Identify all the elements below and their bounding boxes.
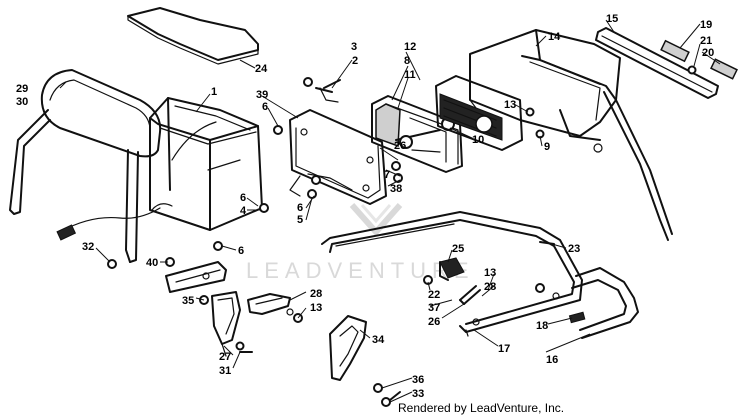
- callout-18: 18: [536, 320, 548, 332]
- callout-13: 13: [310, 302, 322, 314]
- callout-38: 38: [390, 183, 402, 195]
- part-seat-pad: [127, 7, 259, 65]
- callout-28: 28: [310, 288, 322, 300]
- callout-6: 6: [240, 192, 246, 204]
- callout-19: 19: [700, 19, 712, 31]
- callout-6: 6: [297, 202, 303, 214]
- callout-14: 14: [548, 31, 561, 43]
- part-rod: [459, 285, 481, 305]
- callout-34: 34: [372, 334, 385, 346]
- callout-30: 30: [16, 96, 28, 108]
- callouts: 1 2 3 4 5 6 6 6 6 7 8 9 10 11 12 13 13 1…: [16, 13, 714, 400]
- part-storage-box: [149, 97, 263, 231]
- callout-23: 23: [568, 243, 580, 255]
- part-tail-lens: [371, 95, 463, 173]
- part-side-rail: [571, 267, 639, 339]
- callout-11: 11: [404, 69, 416, 81]
- part-reflector-top: [660, 39, 690, 63]
- part-backrest: [9, 69, 173, 263]
- callout-13: 13: [504, 99, 516, 111]
- callout-25: 25: [452, 243, 464, 255]
- callout-3: 3: [351, 41, 357, 53]
- callout-26: 26: [428, 316, 440, 328]
- part-handle-grip: [329, 315, 367, 381]
- part-spacer: [568, 311, 586, 324]
- part-rear-panel: [469, 29, 673, 241]
- part-rear-frame: [321, 211, 583, 337]
- callout-17: 17: [498, 343, 510, 355]
- callout-24: 24: [255, 63, 268, 75]
- part-u-bracket: [439, 257, 465, 281]
- hardware-bolts: [239, 79, 555, 401]
- callout-6: 6: [262, 101, 268, 113]
- callout-16: 16: [546, 354, 558, 366]
- callout-12: 12: [404, 41, 416, 53]
- part-taillight-housing: [435, 75, 523, 151]
- callout-32: 32: [82, 241, 94, 253]
- callout-27: 27: [219, 351, 231, 363]
- callout-21: 21: [700, 35, 712, 47]
- credit-text: Rendered by LeadVenture, Inc.: [398, 401, 564, 415]
- callout-7: 7: [384, 169, 390, 181]
- callout-6: 6: [238, 245, 244, 257]
- part-latch-plate: [247, 293, 294, 316]
- callout-33: 33: [412, 388, 424, 400]
- part-latch-arm: [211, 291, 241, 357]
- leader-lines: [59, 19, 721, 403]
- callout-36: 36: [412, 374, 424, 386]
- callout-5: 5: [297, 214, 303, 226]
- callout-13: 13: [484, 267, 496, 279]
- callout-29: 29: [16, 83, 28, 95]
- part-bumper-strip: [595, 27, 719, 99]
- callout-37: 37: [428, 302, 440, 314]
- part-reflector-side: [710, 58, 738, 80]
- callout-40: 40: [146, 257, 158, 269]
- callout-10: 10: [472, 134, 484, 146]
- callout-22: 22: [428, 289, 440, 301]
- callout-31: 31: [219, 365, 231, 377]
- callout-8: 8: [404, 55, 410, 67]
- callout-35: 35: [182, 295, 194, 307]
- callout-20: 20: [702, 47, 714, 59]
- callout-1: 1: [211, 86, 217, 98]
- callout-28: 28: [484, 281, 496, 293]
- callout-39: 39: [256, 89, 268, 101]
- callout-9: 9: [544, 141, 550, 153]
- callout-2: 2: [352, 55, 358, 67]
- watermark-logo: [349, 203, 403, 237]
- callout-26: 26: [394, 140, 406, 152]
- hardware-washers: [107, 65, 697, 407]
- part-handle-bracket: [165, 261, 227, 293]
- callout-4: 4: [240, 205, 247, 217]
- callout-15: 15: [606, 13, 618, 25]
